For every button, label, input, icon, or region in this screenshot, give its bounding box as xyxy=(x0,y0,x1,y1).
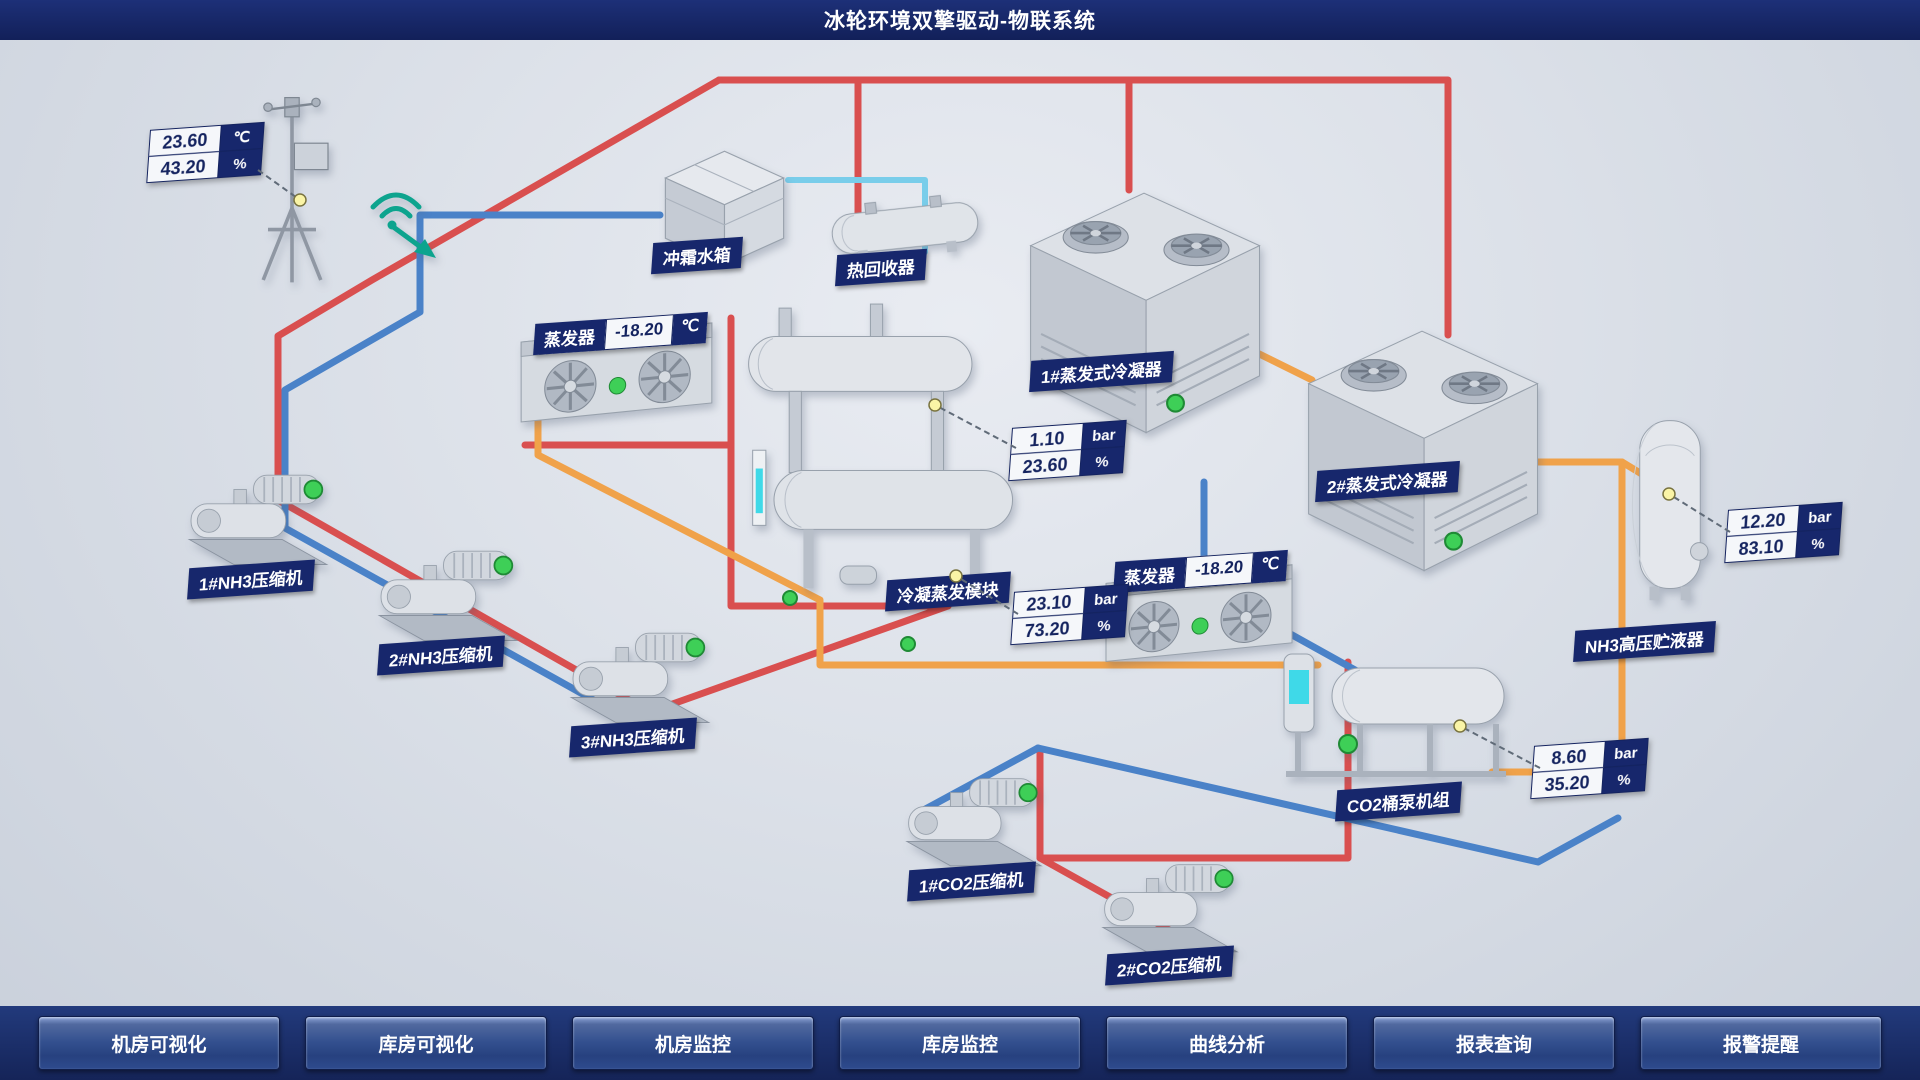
evaporator-2-temp-unit: ℃ xyxy=(1251,549,1289,584)
nav-button-machine-room-monitoring[interactable]: 机房监控 xyxy=(572,1016,814,1070)
co2-unit-level-value: 35.20 xyxy=(1530,766,1604,800)
co2-unit-level-unit: % xyxy=(1602,763,1647,795)
condensing-module-readout: 23.10 bar 73.20 % xyxy=(1010,583,1129,646)
evaporator-2-temp: -18.20 xyxy=(1183,552,1255,589)
wifi-signal-icon xyxy=(362,188,457,273)
label-defrost-water-tank: 冲霜水箱 xyxy=(651,236,743,275)
nh3-compressor-2-graphic xyxy=(372,528,524,653)
weather-humidity-unit: % xyxy=(218,147,263,179)
co2-pump-unit-readout: 8.60 bar 35.20 % xyxy=(1530,737,1649,800)
nav-button-warehouse-visualization[interactable]: 库房可视化 xyxy=(305,1016,547,1070)
nh3-compressor-1-graphic xyxy=(182,452,334,577)
evaporator-1-temp: -18.20 xyxy=(603,314,675,351)
page-title: 冰轮环境双擎驱动-物联系统 xyxy=(824,10,1096,33)
nh3-receiver-graphic xyxy=(1626,405,1714,610)
co2-compressor-1-graphic xyxy=(898,756,1050,878)
nav-bar: 机房可视化 库房可视化 机房监控 库房监控 曲线分析 报表查询 报警提醒 xyxy=(0,1006,1920,1080)
module-level-value: 73.20 xyxy=(1010,612,1084,646)
title-bar: 冰轮环境双擎驱动-物联系统 xyxy=(0,0,1920,40)
evaporator-1-temp-unit: ℃ xyxy=(671,311,709,346)
nav-button-report-query[interactable]: 报表查询 xyxy=(1373,1016,1615,1070)
label-heat-recovery: 热回收器 xyxy=(835,248,927,287)
co2-pump-unit-graphic xyxy=(1268,628,1518,788)
intercooler-level-unit: % xyxy=(1080,445,1125,477)
evap-condenser-2-graphic xyxy=(1296,306,1548,579)
nav-button-alarm-alert[interactable]: 报警提醒 xyxy=(1640,1016,1882,1070)
intercooler-readout: 1.10 bar 23.60 % xyxy=(1008,419,1127,482)
intercooler-level-value: 23.60 xyxy=(1008,448,1082,482)
nh3-receiver-readout: 12.20 bar 83.10 % xyxy=(1724,501,1843,564)
receiver-level-value: 83.10 xyxy=(1724,530,1798,564)
receiver-level-unit: % xyxy=(1796,527,1841,559)
weather-readout: 23.60 ℃ 43.20 % xyxy=(146,121,265,184)
nh3-compressor-3-graphic xyxy=(564,610,716,735)
nav-button-machine-room-visualization[interactable]: 机房可视化 xyxy=(38,1016,280,1070)
evap-condenser-1-graphic xyxy=(1018,168,1270,441)
label-nh3-receiver: NH3高压贮液器 xyxy=(1573,620,1716,663)
weather-humidity-value: 43.20 xyxy=(146,150,220,184)
evaporator-1-name: 蒸发器 xyxy=(533,318,607,356)
nav-button-warehouse-monitoring[interactable]: 库房监控 xyxy=(839,1016,1081,1070)
module-level-unit: % xyxy=(1082,609,1127,641)
weather-station-graphic xyxy=(232,88,352,292)
nav-button-curve-analysis[interactable]: 曲线分析 xyxy=(1106,1016,1348,1070)
